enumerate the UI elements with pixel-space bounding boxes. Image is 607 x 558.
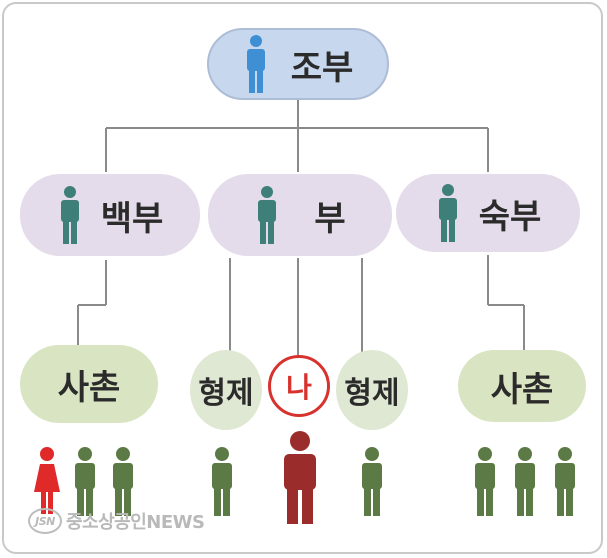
person-icon [60, 186, 79, 244]
label-sibling-left: 형제 [198, 376, 254, 411]
label-uncle-elder: 백부 [100, 198, 164, 239]
node-father: 부 [208, 174, 392, 256]
watermark-text: 중소상공인NEWS [66, 512, 205, 533]
label-cousin-right: 사촌 [490, 369, 554, 410]
node-me: 나 [268, 355, 330, 417]
me-person-icon [284, 431, 316, 524]
label-grandfather: 조부 [290, 47, 354, 88]
node-uncle-elder: 백부 [20, 174, 200, 256]
node-uncle-younger: 숙부 [396, 174, 580, 252]
watermark: JSN 중소상공인NEWS [28, 508, 205, 534]
node-cousin-right: 사촌 [458, 350, 586, 422]
cousin-icon [515, 447, 535, 516]
cousin-icon [113, 447, 133, 516]
node-sibling-right: 형제 [336, 350, 408, 430]
label-uncle-younger: 숙부 [478, 196, 542, 237]
sibling-icon [212, 447, 232, 516]
cousin-icon [475, 447, 495, 516]
person-icon [258, 186, 277, 244]
node-sibling-left: 형제 [190, 350, 262, 430]
watermark-logo: JSN [28, 508, 62, 534]
cousin-icon [555, 447, 575, 516]
label-sibling-right: 형제 [344, 376, 400, 411]
sibling-icon [362, 447, 382, 516]
cousin-icon [75, 447, 95, 516]
person-icon [246, 35, 265, 93]
label-me: 나 [286, 371, 312, 404]
label-father: 부 [314, 198, 346, 239]
label-cousin-left: 사촌 [57, 367, 121, 408]
female-cousin-icon [34, 447, 60, 514]
node-cousin-left: 사촌 [20, 345, 158, 423]
person-icon [438, 184, 457, 242]
node-grandfather: 조부 [207, 28, 389, 100]
